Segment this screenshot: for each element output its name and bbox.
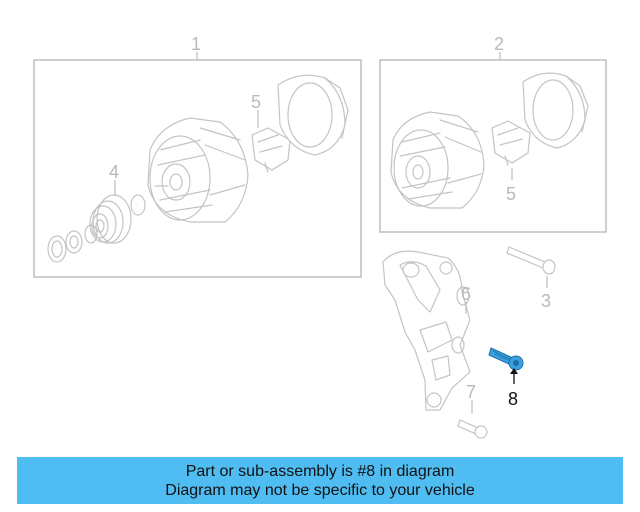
callout-1[interactable]: 1 bbox=[191, 34, 201, 54]
alternator-assembly-2[interactable]: 2 5 bbox=[379, 34, 607, 233]
info-banner: Part or sub-assembly is #8 in diagram Di… bbox=[17, 457, 623, 504]
callout-7[interactable]: 7 bbox=[466, 382, 476, 402]
bracket-bolt-7[interactable] bbox=[457, 419, 488, 439]
voltage-regulator-1[interactable] bbox=[251, 127, 291, 173]
pulley[interactable] bbox=[89, 194, 132, 244]
callout-5-top[interactable]: 5 bbox=[251, 92, 261, 112]
rear-cover-1 bbox=[277, 74, 349, 156]
alternator-assembly-1[interactable]: 1 4 bbox=[33, 34, 362, 278]
assembly-box-2 bbox=[379, 59, 607, 233]
callout-4[interactable]: 4 bbox=[109, 162, 119, 182]
spacer bbox=[130, 194, 146, 216]
pulley-washers bbox=[47, 224, 98, 263]
banner-line-2: Diagram may not be specific to your vehi… bbox=[165, 481, 475, 499]
banner-line-1: Part or sub-assembly is #8 in diagram bbox=[185, 462, 455, 480]
highlighted-bolt-8[interactable] bbox=[488, 347, 524, 371]
callout-6[interactable]: 6 bbox=[461, 284, 471, 304]
callout-3[interactable]: 3 bbox=[541, 291, 551, 311]
voltage-regulator-2[interactable] bbox=[491, 120, 531, 166]
alternator-body-2 bbox=[390, 111, 485, 209]
callout-5-bottom[interactable]: 5 bbox=[506, 184, 516, 204]
alternator-body-1 bbox=[147, 117, 249, 223]
callout-2[interactable]: 2 bbox=[494, 34, 504, 54]
alternator-bracket[interactable] bbox=[382, 250, 471, 411]
mounting-bolt-3[interactable] bbox=[506, 246, 556, 275]
rear-cover-2 bbox=[522, 72, 589, 149]
callout-8[interactable]: 8 bbox=[508, 389, 518, 409]
